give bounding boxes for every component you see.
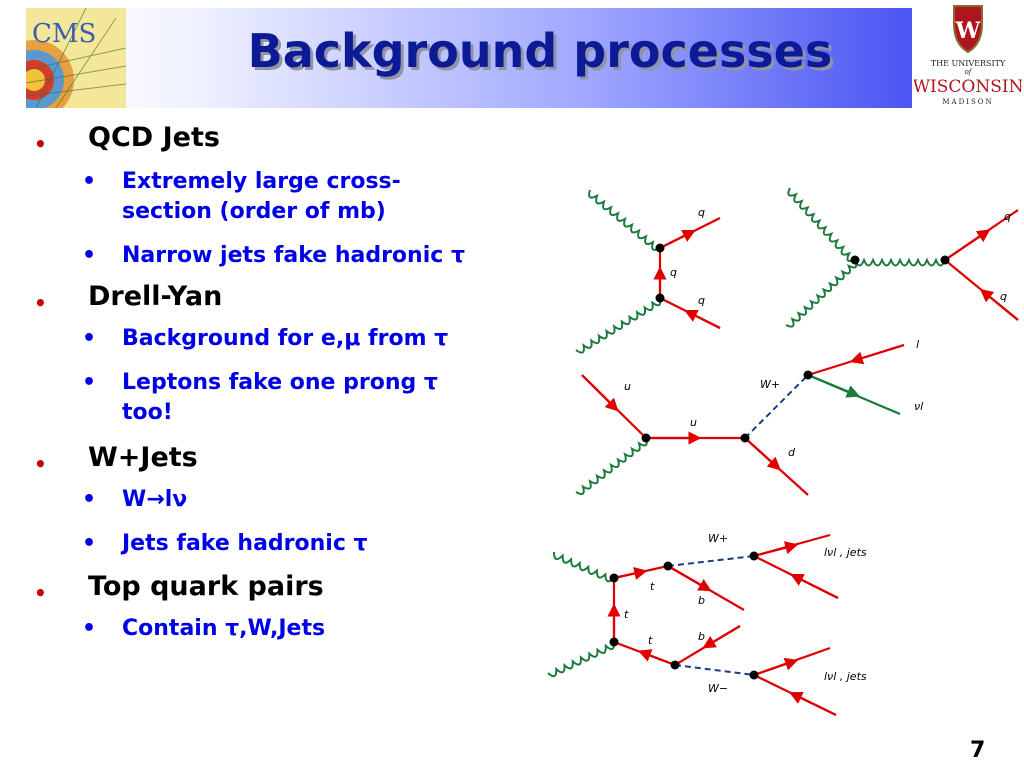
bullet-dot: • <box>34 132 47 156</box>
label-w: W+ <box>760 378 780 391</box>
sub-bullet-dot: • <box>82 487 97 512</box>
gluon-line <box>552 551 615 583</box>
sub-bullet-dot: • <box>82 616 97 641</box>
sub-bullet-dot: • <box>82 531 97 556</box>
sub-bullet-label: Extremely large cross-section (order of … <box>122 169 401 224</box>
uw-line-3: WISCONSIN <box>914 77 1022 97</box>
sub-bullet-item: • W→lν <box>0 485 545 515</box>
label-t: t <box>648 634 653 647</box>
bullet-dot: • <box>34 581 47 605</box>
sub-bullet-label: Jets fake hadronic τ <box>122 531 368 556</box>
sub-bullet-item: • Extremely large cross-section (order o… <box>0 167 545 227</box>
sub-bullet-label: W→lν <box>122 487 188 512</box>
label-b: b <box>698 630 705 643</box>
gluon-line <box>854 257 946 267</box>
page-title: Background processes <box>247 24 833 78</box>
bullet-item: • QCD Jets <box>0 122 545 156</box>
w-boson-line <box>744 374 809 439</box>
feynman-diagram-canvas: q q q q q <box>547 187 1019 716</box>
label-q: q <box>670 266 677 279</box>
label-q: q <box>1004 210 1011 223</box>
diagram-w-production: u u W+ l νl d <box>575 338 923 496</box>
uw-line-1: THE UNIVERSITY <box>931 59 1006 68</box>
gluon-line <box>785 259 858 328</box>
sub-bullet-item: • Contain τ,W,Jets <box>0 614 545 644</box>
sub-bullet-label: Leptons fake one prong τ too! <box>122 370 438 425</box>
sub-bullet-label: Background for e,μ from τ <box>122 326 449 351</box>
sub-bullet-dot: • <box>82 326 97 351</box>
sub-bullet-item: • Background for e,μ from τ <box>0 324 545 354</box>
label-d: d <box>788 446 796 459</box>
sub-bullet-dot: • <box>82 370 97 395</box>
diagram-gq-scatter: q q q <box>575 189 721 354</box>
label-q: q <box>1000 290 1007 303</box>
svg-text:CMS: CMS <box>32 19 96 49</box>
bullet-dot: • <box>34 452 47 476</box>
w-boson-line <box>674 664 755 676</box>
gluon-line <box>575 297 662 354</box>
gluon-line <box>547 641 616 678</box>
bullet-item: • Drell-Yan <box>0 281 545 315</box>
sub-bullet-dot: • <box>82 169 97 194</box>
uw-line-4: MADISON <box>942 98 993 106</box>
gluon-line <box>588 189 661 251</box>
sub-bullet-item: • Narrow jets fake hadronic τ <box>0 241 545 271</box>
sub-bullet-dot: • <box>82 243 97 268</box>
sub-bullet-item: • Leptons fake one prong τ too! <box>0 368 545 428</box>
sub-bullet-label: Narrow jets fake hadronic τ <box>122 243 465 268</box>
bullet-label: Top quark pairs <box>88 571 324 602</box>
bullet-dot: • <box>34 291 47 315</box>
label-t: t <box>650 580 655 593</box>
title-banner <box>0 8 912 108</box>
label-decay: lνl , jets <box>824 546 867 559</box>
label-t: t <box>624 608 629 621</box>
label-decay: lνl , jets <box>824 670 867 683</box>
diagram-ttbar: W+ W− t t t b b lνl , jets lνl , jets <box>547 532 867 716</box>
cms-logo: CMS <box>0 7 127 120</box>
label-u: u <box>690 416 697 429</box>
bullet-list: • QCD Jets • Extremely large cross-secti… <box>0 118 545 644</box>
gluon-line <box>575 437 648 496</box>
feynman-diagrams: q q q q q <box>540 170 1024 720</box>
label-w-plus: W+ <box>708 532 728 545</box>
slide-header: CMS Background processes W THE UNIVERSIT… <box>0 0 1024 120</box>
label-q: q <box>698 206 705 219</box>
label-u: u <box>624 380 631 393</box>
label-lepton: l <box>916 338 919 351</box>
w-boson-line <box>667 555 755 567</box>
sub-bullet-label: Contain τ,W,Jets <box>122 616 326 641</box>
label-q: q <box>698 294 705 307</box>
svg-text:W: W <box>955 18 981 44</box>
bullet-label: Drell-Yan <box>88 281 223 312</box>
diagram-gg-qq: q q <box>785 187 1019 328</box>
bullet-item: • Top quark pairs <box>0 571 545 605</box>
gluon-line <box>787 187 856 263</box>
uw-logo: W THE UNIVERSITY of WISCONSIN MADISON <box>913 2 1024 110</box>
label-neutrino: νl <box>914 400 923 413</box>
label-b: b <box>698 594 705 607</box>
label-w-minus: W− <box>708 682 728 695</box>
uw-line-2: of <box>965 68 973 76</box>
sub-bullet-item: • Jets fake hadronic τ <box>0 529 545 559</box>
bullet-item: • W+Jets <box>0 442 545 476</box>
bullet-label: W+Jets <box>88 442 198 473</box>
bullet-label: QCD Jets <box>88 122 220 153</box>
page-number: 7 <box>970 738 986 763</box>
